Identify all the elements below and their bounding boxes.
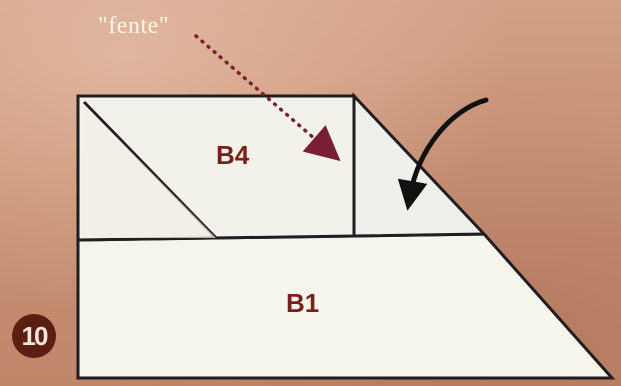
part-b1-shape bbox=[76, 232, 616, 380]
left-fold-triangle bbox=[82, 104, 216, 238]
step-number-badge: 10 bbox=[12, 314, 56, 358]
left-fold-line bbox=[82, 100, 218, 240]
insert-curved-arrow bbox=[397, 97, 489, 211]
part-b1-label: B1 bbox=[286, 288, 320, 318]
step-number: 10 bbox=[21, 320, 49, 351]
part-b4-label: B4 bbox=[216, 140, 250, 170]
slit-dotted-arrow bbox=[194, 34, 341, 162]
slit-caption: "fente" bbox=[98, 13, 170, 39]
